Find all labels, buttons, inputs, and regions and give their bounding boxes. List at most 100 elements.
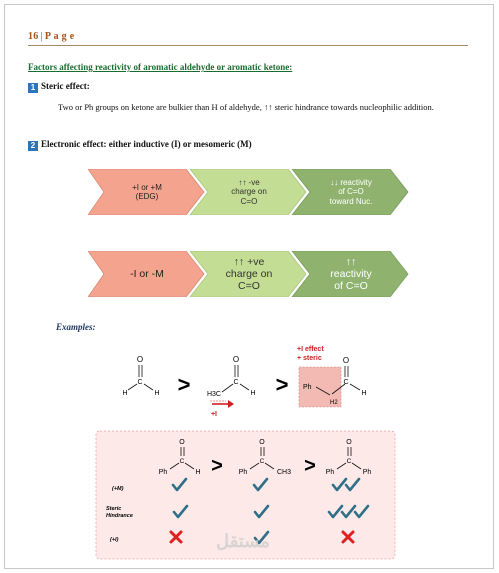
flow1-box2-shape xyxy=(189,169,307,215)
r2-benzaldehyde-C: C xyxy=(180,458,185,465)
formaldehyde-structure: O C H H xyxy=(122,355,159,397)
check-icon xyxy=(172,504,189,519)
r1-phenyl-Ph: Ph xyxy=(303,384,312,391)
r1-acetaldehyde-CH3: H3C xyxy=(207,391,221,398)
r2-benzaldehyde-Ph: Ph xyxy=(159,469,168,476)
flow2-box2-line3: C=O xyxy=(238,280,260,293)
r1-phenyl-H2: H2 xyxy=(330,400,338,406)
check-icon xyxy=(344,477,361,492)
flow2-box3-line3: of C=O xyxy=(334,280,368,293)
r2-benzophenone-Ph-left: Ph xyxy=(326,469,335,476)
row-label-steric-line2: Hindrance xyxy=(106,513,133,519)
page-number: 16 xyxy=(28,31,39,42)
r1-acetaldehyde-C: C xyxy=(233,379,238,386)
flow2-box3-line2: reactivity xyxy=(330,267,372,280)
steric-text-body: Two or Ph groups on ketone are bulkier t… xyxy=(58,102,434,112)
flow2-box2-shape xyxy=(189,251,307,297)
flow2-box3-shape xyxy=(291,251,409,297)
flow1-box2-line2: charge on xyxy=(231,187,267,197)
flow1-box1-shape xyxy=(88,169,205,215)
flow1-box1-line2: (EDG) xyxy=(135,192,159,201)
page-separator: | xyxy=(40,31,43,42)
flow2-box2-line1: ↑↑ +ve xyxy=(233,255,265,268)
row-label-plus-m: (+M) xyxy=(112,486,124,492)
row-label-steric-line1: Steric xyxy=(106,506,121,512)
section-2-title: Electronic effect: either inductive (I) … xyxy=(41,139,252,149)
r2-gt-1: > xyxy=(211,455,223,477)
flow1-box3-line2: of C=O xyxy=(338,187,364,197)
r1-formaldehyde-O: O xyxy=(137,355,143,364)
flow1-box2-line3: C=O xyxy=(240,196,258,206)
r2-acetophenone-O: O xyxy=(259,439,265,446)
r2-benzaldehyde-O: O xyxy=(179,439,185,446)
r2-benzophenone-Ph-right: Ph xyxy=(363,469,372,476)
section-1-badge: 1 xyxy=(28,83,38,93)
r2-gt-2: > xyxy=(304,455,316,477)
r1-phenyl-H: H xyxy=(361,390,366,397)
examples-label: Examples: xyxy=(56,322,96,332)
flow2-box1-line1: -I or -M xyxy=(130,267,164,280)
page-word: P a g e xyxy=(44,31,75,42)
r2-benzophenone-C: C xyxy=(347,458,352,465)
r1-plus-i-label: +I xyxy=(211,411,217,418)
section-1-title: Steric effect: xyxy=(41,81,90,91)
check-icon xyxy=(253,530,270,545)
check-icon xyxy=(171,477,188,492)
check-icon xyxy=(340,504,357,519)
r1-formaldehyde-C: C xyxy=(137,379,142,386)
r2-acetophenone-C: C xyxy=(260,458,265,465)
benzophenone-structure: O C Ph Ph xyxy=(326,439,372,476)
flow1-box1-line1: +I or +M xyxy=(132,182,162,192)
header-rule xyxy=(28,45,468,46)
r2-benzophenone-O: O xyxy=(346,439,352,446)
flow1-box2-line1: ↑↑ -ve xyxy=(238,178,260,188)
flow2-box3-line1: ↑↑ xyxy=(345,255,357,268)
check-icon xyxy=(327,504,344,519)
flow2-box1: -I or -M xyxy=(104,251,190,297)
r2-acetophenone-CH3: CH3 xyxy=(277,469,291,476)
comparison-panel xyxy=(95,430,396,560)
r1-acetaldehyde-O: O xyxy=(233,355,239,364)
r2-acetophenone-Ph: Ph xyxy=(239,469,248,476)
r1-acetaldehyde-H: H xyxy=(250,390,255,397)
check-icon xyxy=(331,477,348,492)
flow2-box2-line2: charge on xyxy=(225,267,273,280)
flow1-box3-shape xyxy=(291,169,409,215)
flow2-box1-shape xyxy=(88,251,205,297)
page-frame xyxy=(4,4,494,569)
r1-phenyl-C: C xyxy=(343,379,348,386)
check-icon xyxy=(353,504,370,519)
check-icon xyxy=(252,477,269,492)
document-title: Factors affecting reactivity of aromatic… xyxy=(28,62,293,72)
flow1-box3-line3: toward Nuc. xyxy=(329,196,373,206)
row-label-plus-i: (+I) xyxy=(110,537,119,543)
flow1-box3-line1: ↓↓ reactivity xyxy=(330,178,372,188)
r1-annotation-line2: + steric xyxy=(297,355,322,362)
r1-gt-2: > xyxy=(276,372,289,397)
phenylacetaldehyde-structure: +I effect + steric Ph H2 C O H xyxy=(297,346,367,408)
benzaldehyde-structure: O C Ph H xyxy=(159,439,201,476)
watermark-logo: مستقل xyxy=(216,531,270,551)
check-icon xyxy=(253,504,270,519)
acetaldehyde-structure: O C H3C H +I xyxy=(207,355,256,418)
r2-benzaldehyde-H: H xyxy=(195,469,200,476)
r1-gt-1: > xyxy=(178,372,191,397)
r1-formaldehyde-H-right: H xyxy=(154,390,159,397)
flow1-box1: +I or +M(EDG) xyxy=(104,169,190,215)
r1-annotation-line1: +I effect xyxy=(297,346,324,353)
r1-formaldehyde-H-left: H xyxy=(122,390,127,397)
r1-highlight-box xyxy=(298,366,342,408)
section-steric-text: Two or Ph groups on ketone are bulkier t… xyxy=(28,101,468,114)
acetophenone-structure: O C Ph CH3 xyxy=(239,439,291,476)
section-2-badge: 2 xyxy=(28,141,38,151)
r1-phenyl-O: O xyxy=(343,356,349,365)
